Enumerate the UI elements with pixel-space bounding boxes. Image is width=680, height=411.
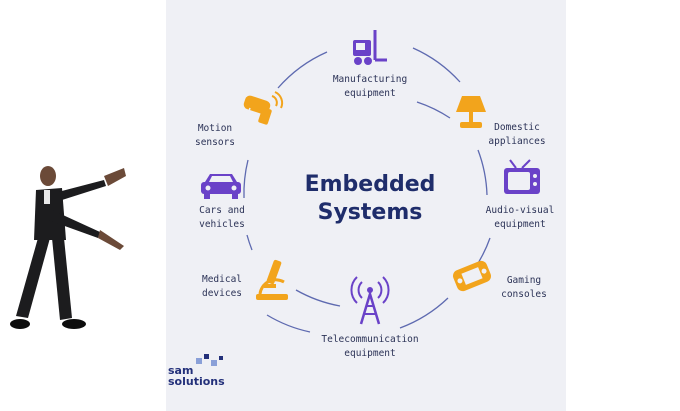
ring-arc (412, 47, 461, 83)
sam-solutions-logo: sam solutions (168, 354, 225, 388)
node-label-gaming: Gaming (507, 275, 541, 286)
node-label-manufacturing: Manufacturing (333, 74, 407, 85)
lamp-icon (456, 96, 486, 128)
infographic-panel (166, 0, 566, 411)
ring-arc (246, 234, 253, 251)
tv-icon (504, 159, 540, 194)
ring-arc (295, 289, 341, 307)
node-label-medical: Medical (202, 274, 242, 285)
node-label-cars: Cars and (199, 205, 245, 216)
ring-arc (277, 51, 328, 89)
diagram-title-line2: Systems (318, 200, 423, 225)
antenna-icon (350, 276, 390, 325)
gamepad-icon (453, 260, 491, 292)
ring-arc (477, 149, 488, 196)
node-label-gaming: consoles (501, 289, 547, 300)
ring-arc (416, 101, 451, 119)
presenter-figure (10, 166, 126, 329)
node-label-motion: Motion (198, 123, 232, 134)
ring-arcs (243, 47, 491, 333)
ring-arc (266, 314, 311, 333)
sensor-icon (243, 91, 284, 125)
node-label-telecom: Telecommunication (321, 334, 418, 345)
forklift-icon (353, 30, 387, 65)
node-label-manufacturing: equipment (344, 88, 395, 99)
node-label-audio-visual: Audio-visual (486, 205, 555, 216)
node-label-domestic: Domestic (494, 122, 540, 133)
ring-arc (399, 297, 449, 329)
node-label-telecom: equipment (344, 348, 395, 359)
diagram-title-line1: Embedded (305, 172, 436, 197)
node-label-audio-visual: equipment (494, 219, 545, 230)
logo-line2: solutions (168, 375, 225, 388)
node-label-domestic: appliances (488, 136, 545, 147)
logo-line1: sam (168, 364, 193, 377)
node-label-motion: sensors (195, 137, 235, 148)
car-icon (201, 174, 241, 199)
node-label-medical: devices (202, 288, 242, 299)
microscope-icon (256, 259, 288, 300)
node-label-cars: vehicles (199, 219, 245, 230)
ring-arc (243, 159, 249, 199)
